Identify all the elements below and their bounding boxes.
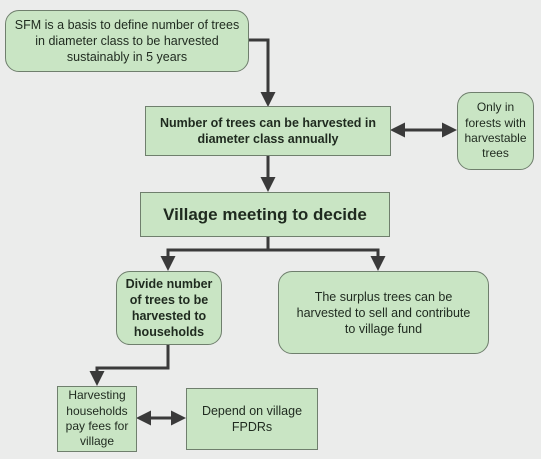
annual-harvest-node: Number of trees can be harvested in diam… (145, 106, 391, 156)
harvest-fees-node: Harvesting households pay fees for villa… (57, 386, 137, 452)
arrow-divide-to-fees (89, 345, 170, 386)
sfm-basis-text: SFM is a basis to define number of trees… (14, 18, 240, 64)
arrow-meeting-to-surplus (268, 248, 386, 271)
sfm-basis-node: SFM is a basis to define number of trees… (5, 10, 249, 72)
surplus-trees-node: The surplus trees can be harvested to se… (278, 271, 489, 354)
divide-trees-node: Divide number of trees to be harvested t… (116, 271, 222, 345)
village-meeting-text: Village meeting to decide (163, 204, 367, 224)
harvest-fees-text: Harvesting households pay fees for villa… (65, 388, 129, 449)
village-meeting-node: Village meeting to decide (140, 192, 390, 237)
forest-condition-node: Only in forests with harvestable trees (457, 92, 534, 170)
arrow-sfm-to-annual (249, 38, 276, 107)
forest-condition-text: Only in forests with harvestable trees (464, 100, 527, 161)
annual-harvest-text: Number of trees can be harvested in diam… (159, 116, 377, 146)
arrow-meeting-split (160, 237, 270, 271)
surplus-trees-text: The surplus trees can be harvested to se… (296, 289, 471, 336)
divide-trees-text: Divide number of trees to be harvested t… (125, 277, 213, 339)
depend-fpdrs-node: Depend on village FPDRs (186, 388, 318, 450)
depend-fpdrs-text: Depend on village FPDRs (201, 404, 303, 434)
